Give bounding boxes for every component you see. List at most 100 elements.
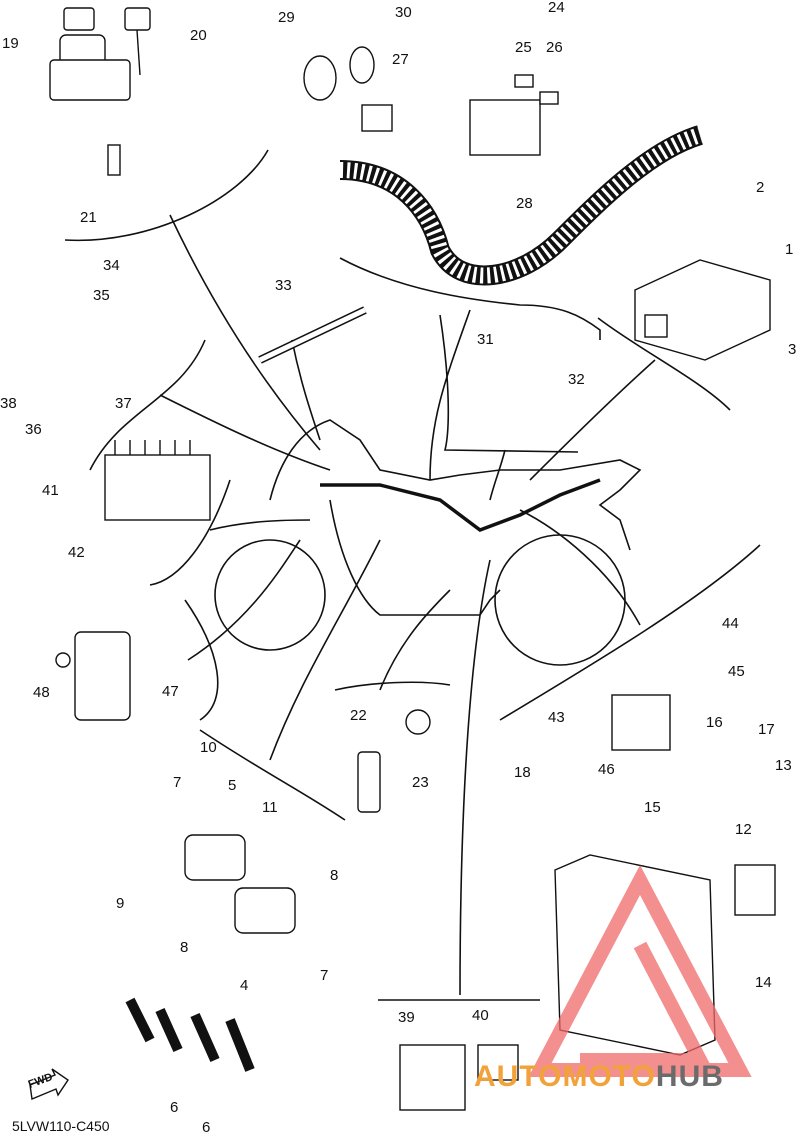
callout-7b: 7	[320, 967, 329, 984]
callout-7a: 7	[173, 774, 182, 791]
relay-43	[611, 694, 671, 751]
callout-1: 1	[785, 241, 794, 258]
callout-26: 26	[546, 39, 563, 56]
ignition-coil-4	[234, 887, 296, 934]
leader-line	[489, 449, 506, 501]
ignition-coil-5	[184, 834, 246, 881]
cdi-unit	[634, 259, 771, 361]
callout-34: 34	[103, 257, 120, 274]
nut-48	[55, 652, 71, 668]
spare-key	[124, 7, 151, 31]
sensor-22	[357, 751, 381, 813]
starter-relay-12	[734, 864, 776, 916]
switch-23	[405, 709, 431, 735]
callout-20: 20	[190, 27, 207, 44]
callout-5: 5	[228, 777, 237, 794]
callout-23: 23	[412, 774, 429, 791]
key	[63, 7, 95, 31]
callout-42: 42	[68, 544, 85, 561]
watermark-text: AUTOMOTOHUB	[474, 1060, 724, 1093]
connector-40	[477, 1044, 519, 1081]
clamp-27	[361, 104, 393, 132]
callout-47: 47	[162, 683, 179, 700]
callout-31: 31	[477, 331, 494, 348]
callout-19: 19	[2, 35, 19, 52]
callout-37: 37	[115, 395, 132, 412]
frame-outline	[269, 419, 642, 551]
callout-24: 24	[548, 0, 565, 16]
leader-line	[187, 539, 301, 661]
frame-outline	[329, 499, 501, 616]
leader-line	[459, 559, 491, 996]
callout-41: 41	[42, 482, 59, 499]
leader-line	[529, 359, 656, 481]
callout-45: 45	[728, 663, 745, 680]
clip-29	[303, 55, 337, 101]
callout-22: 22	[350, 707, 367, 724]
callout-8a: 8	[330, 867, 339, 884]
section-divider	[334, 681, 451, 691]
callout-46: 46	[598, 761, 615, 778]
callout-43: 43	[548, 709, 565, 726]
callout-4: 4	[240, 977, 249, 994]
unit-39	[399, 1044, 466, 1111]
section-divider	[184, 599, 219, 721]
callout-14: 14	[755, 974, 772, 991]
section-divider	[339, 257, 601, 340]
callout-27: 27	[392, 51, 409, 68]
callout-39: 39	[398, 1009, 415, 1026]
callout-40: 40	[472, 1007, 489, 1024]
callout-48: 48	[33, 684, 50, 701]
leader-line	[379, 589, 451, 691]
callout-33: 33	[275, 277, 292, 294]
section-divider	[597, 317, 731, 411]
callout-29: 29	[278, 9, 295, 26]
leader-line	[159, 394, 331, 471]
plug-caps	[125, 997, 255, 1072]
callout-38: 38	[0, 395, 17, 412]
fuse-26	[539, 91, 559, 105]
callout-44: 44	[722, 615, 739, 632]
leader-line	[269, 539, 381, 761]
callout-12: 12	[735, 821, 752, 838]
leader-line	[291, 339, 321, 441]
watermark-logo	[528, 864, 752, 1077]
reflector	[74, 631, 131, 721]
section-divider	[149, 479, 231, 586]
diagram-code: 5LVW110-C450	[12, 1118, 110, 1134]
leader-line	[209, 519, 311, 531]
fwd-arrow-icon	[29, 1068, 69, 1100]
leader-line	[429, 309, 471, 481]
callout-17: 17	[758, 721, 775, 738]
callout-10: 10	[200, 739, 217, 756]
callout-25: 25	[515, 39, 532, 56]
callout-13: 13	[775, 757, 792, 774]
callout-6b: 6	[202, 1119, 211, 1136]
callout-8b: 8	[180, 939, 189, 956]
section-divider	[439, 314, 579, 453]
fuse-box	[469, 99, 541, 156]
section-divider	[199, 729, 346, 821]
main-harness	[320, 478, 601, 532]
callout-3: 3	[788, 341, 797, 358]
callout-15: 15	[644, 799, 661, 816]
section-divider	[499, 544, 761, 721]
callout-30: 30	[395, 4, 412, 21]
callout-16: 16	[706, 714, 723, 731]
callout-28: 28	[516, 195, 533, 212]
leader-line	[519, 509, 641, 626]
rectifier-regulator	[104, 454, 211, 521]
clip-30	[349, 46, 375, 84]
rear-wheel	[494, 534, 626, 666]
callout-9: 9	[116, 895, 125, 912]
callout-32: 32	[568, 371, 585, 388]
leader-line	[169, 214, 321, 451]
front-wheel	[214, 539, 326, 651]
callout-18: 18	[514, 764, 531, 781]
fuse-25	[514, 74, 534, 88]
callout-2: 2	[756, 179, 765, 196]
section-divider	[64, 149, 269, 242]
callout-6a: 6	[170, 1099, 179, 1116]
